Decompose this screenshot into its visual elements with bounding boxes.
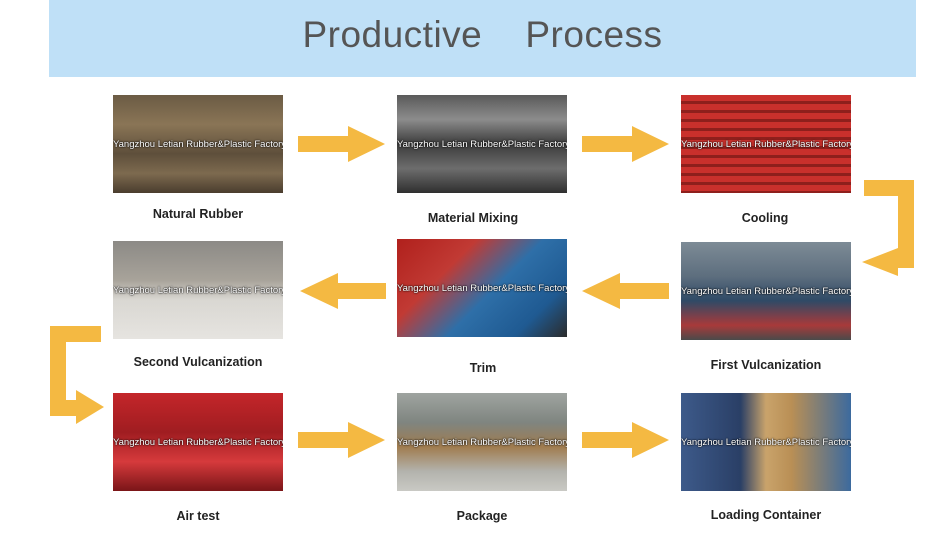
arrow-right-icon	[298, 126, 385, 162]
caption-package: Package	[456, 509, 508, 523]
arrow-elbow-down-icon	[50, 390, 104, 424]
arrow-right-icon	[582, 126, 669, 162]
caption-material-mixing: Material Mixing	[427, 211, 519, 225]
watermark: Yangzhou Letian Rubber&Plastic Factory	[397, 437, 567, 448]
watermark: Yangzhou Letian Rubber&Plastic Factory	[681, 437, 851, 448]
photo-trim: Yangzhou Letian Rubber&Plastic Factory	[397, 239, 567, 337]
photo-natural-rubber: Yangzhou Letian Rubber&Plastic Factory	[113, 95, 283, 193]
caption-cooling: Cooling	[741, 211, 789, 225]
watermark: Yangzhou Letian Rubber&Plastic Factory	[113, 437, 283, 448]
photo-air-test: Yangzhou Letian Rubber&Plastic Factory	[113, 393, 283, 491]
watermark: Yangzhou Letian Rubber&Plastic Factory	[113, 285, 283, 296]
photo-second-vulcanization: Yangzhou Letian Rubber&Plastic Factory	[113, 241, 283, 339]
arrow-right-icon	[582, 422, 669, 458]
watermark: Yangzhou Letian Rubber&Plastic Factory	[397, 283, 567, 294]
photo-cooling: Yangzhou Letian Rubber&Plastic Factory	[681, 95, 851, 193]
photo-first-vulcanization: Yangzhou Letian Rubber&Plastic Factory	[681, 242, 851, 340]
arrow-right-icon	[298, 422, 385, 458]
watermark: Yangzhou Letian Rubber&Plastic Factory	[113, 139, 283, 150]
photo-loading-container: Yangzhou Letian Rubber&Plastic Factory	[681, 393, 851, 491]
arrow-elbow-down-icon	[50, 326, 101, 416]
caption-natural-rubber: Natural Rubber	[152, 207, 244, 221]
caption-trim: Trim	[469, 361, 497, 375]
header-banner: Productive Process	[49, 0, 916, 77]
caption-first-vulcanization: First Vulcanization	[710, 358, 822, 372]
arrow-left-icon	[582, 273, 669, 309]
arrow-elbow-down-icon	[864, 180, 914, 268]
page-title: Productive Process	[302, 14, 663, 55]
watermark: Yangzhou Letian Rubber&Plastic Factory	[397, 139, 567, 150]
watermark: Yangzhou Letian Rubber&Plastic Factory	[681, 139, 851, 150]
caption-loading-container: Loading Container	[710, 508, 822, 522]
photo-material-mixing: Yangzhou Letian Rubber&Plastic Factory	[397, 95, 567, 193]
caption-air-test: Air test	[176, 509, 220, 523]
arrow-elbow-down-icon	[862, 248, 914, 276]
watermark: Yangzhou Letian Rubber&Plastic Factory	[681, 286, 851, 297]
arrow-left-icon	[300, 273, 386, 309]
photo-package: Yangzhou Letian Rubber&Plastic Factory	[397, 393, 567, 491]
caption-second-vulcanization: Second Vulcanization	[133, 355, 263, 369]
